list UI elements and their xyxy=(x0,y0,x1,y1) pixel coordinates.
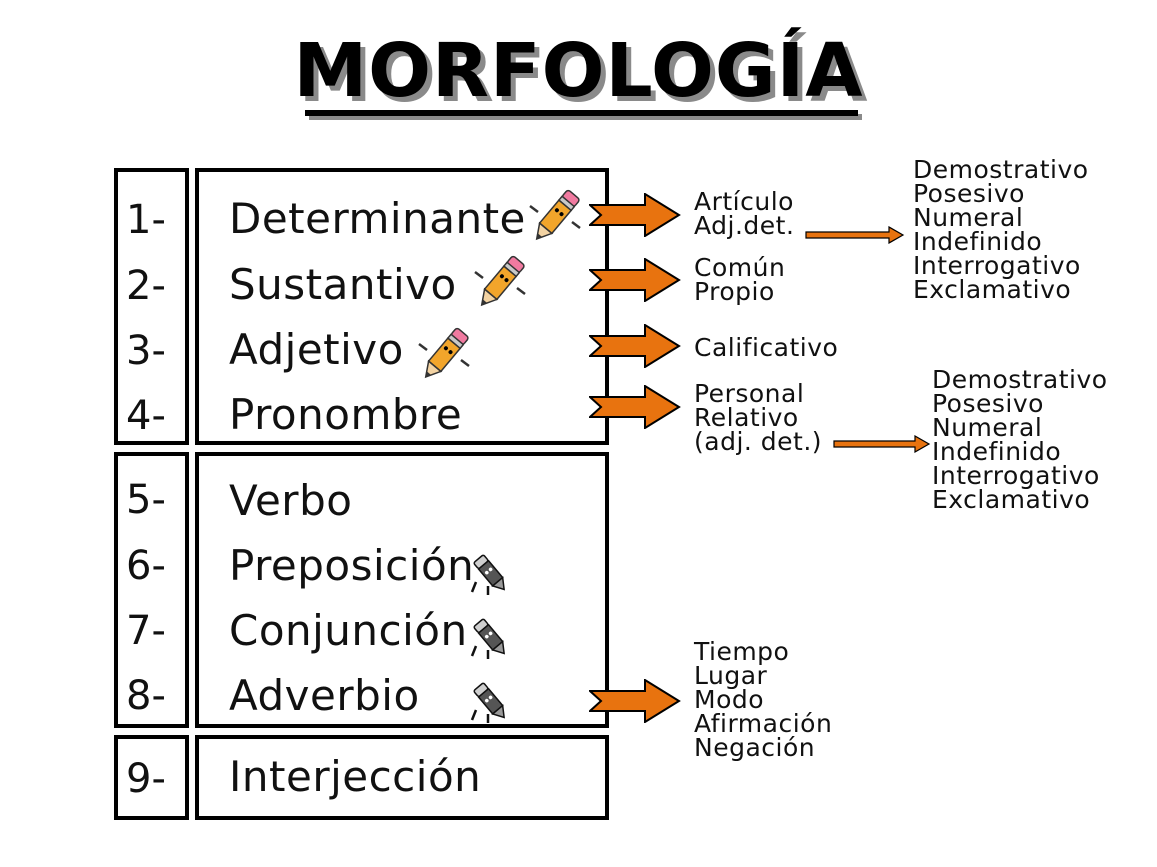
group3-term-box xyxy=(195,735,609,820)
branch-item: Posesivo xyxy=(932,389,1044,418)
group2-term-box xyxy=(195,452,609,728)
arrow-adjetivo xyxy=(589,324,681,368)
branch-item: Numeral xyxy=(932,413,1043,442)
group1-term-box xyxy=(195,168,609,445)
branch-item: (adj. det.) xyxy=(694,427,823,456)
term-adjetivo: Adjetivo xyxy=(229,325,404,374)
pencil-character-icon xyxy=(528,182,584,250)
term-determinante: Determinante xyxy=(229,194,526,243)
item-number: 4- xyxy=(126,393,166,439)
item-number: 2- xyxy=(126,263,166,309)
adjetivo-branch-list: Calificativo xyxy=(694,333,839,362)
item-number: 8- xyxy=(126,673,166,719)
branch-item: Tiempo xyxy=(694,637,790,666)
branch-item: Exclamativo xyxy=(932,485,1091,514)
item-number: 9- xyxy=(126,756,166,802)
arrow-sustantivo xyxy=(589,258,681,302)
sustantivo-branch-list: Común Propio xyxy=(694,253,786,306)
term-verbo: Verbo xyxy=(229,476,353,525)
term-pronombre: Pronombre xyxy=(229,390,463,439)
item-number: 5- xyxy=(126,477,166,523)
branch-item: Relativo xyxy=(694,403,799,432)
group1-number-box xyxy=(114,168,189,445)
branch-item: Indefinido xyxy=(932,437,1062,466)
branch-item: Afirmación xyxy=(694,709,833,738)
diagram-title: MORFOLOGÍA xyxy=(293,28,864,114)
determinante-branch-list: Artículo Adj.det. xyxy=(694,187,795,240)
branch-item: Negación xyxy=(694,733,816,762)
branch-item: Artículo xyxy=(694,187,794,216)
arrow-adverbio xyxy=(589,679,681,723)
dark-pencil-character-icon xyxy=(468,614,514,660)
item-number: 1- xyxy=(126,197,166,243)
dark-pencil-character-icon xyxy=(468,678,514,724)
pronombre-branch-list: Personal Relativo (adj. det.) xyxy=(694,379,823,456)
branch-item: Demostrativo xyxy=(932,365,1108,394)
adj-det-types-list: Demostrativo Posesivo Numeral Indefinido… xyxy=(913,155,1089,304)
item-number: 7- xyxy=(126,608,166,654)
term-interjeccion: Interjección xyxy=(229,752,482,801)
branch-item: Indefinido xyxy=(913,227,1043,256)
branch-item: Personal xyxy=(694,379,805,408)
item-number: 6- xyxy=(126,543,166,589)
branch-item: Adj.det. xyxy=(694,211,795,240)
pencil-character-icon xyxy=(473,248,529,316)
arrow-pronombre xyxy=(589,385,681,429)
adverbio-branch-list: Tiempo Lugar Modo Afirmación Negación xyxy=(694,637,833,762)
group3-number-box xyxy=(114,735,189,820)
title-underline xyxy=(305,110,858,116)
branch-item: Modo xyxy=(694,685,765,714)
arrow-determinante xyxy=(589,193,681,237)
branch-item: Lugar xyxy=(694,661,768,690)
pencil-character-icon xyxy=(417,320,473,388)
branch-item: Numeral xyxy=(913,203,1024,232)
branch-item: Calificativo xyxy=(694,333,839,362)
term-adverbio: Adverbio xyxy=(229,671,420,720)
pron-adj-det-types-list: Demostrativo Posesivo Numeral Indefinido… xyxy=(932,365,1108,514)
branch-item: Común xyxy=(694,253,786,282)
term-sustantivo: Sustantivo xyxy=(229,260,457,309)
branch-item: Posesivo xyxy=(913,179,1025,208)
thin-arrow-pron-adj-det xyxy=(833,435,931,453)
branch-item: Propio xyxy=(694,277,775,306)
item-number: 3- xyxy=(126,328,166,374)
branch-item: Demostrativo xyxy=(913,155,1089,184)
branch-item: Interrogativo xyxy=(932,461,1100,490)
branch-item: Exclamativo xyxy=(913,275,1072,304)
thin-arrow-adj-det xyxy=(805,226,905,244)
dark-pencil-character-icon xyxy=(468,550,514,596)
term-preposicion: Preposición xyxy=(229,541,475,590)
term-conjuncion: Conjunción xyxy=(229,606,468,655)
branch-item: Interrogativo xyxy=(913,251,1081,280)
group2-number-box xyxy=(114,452,189,728)
